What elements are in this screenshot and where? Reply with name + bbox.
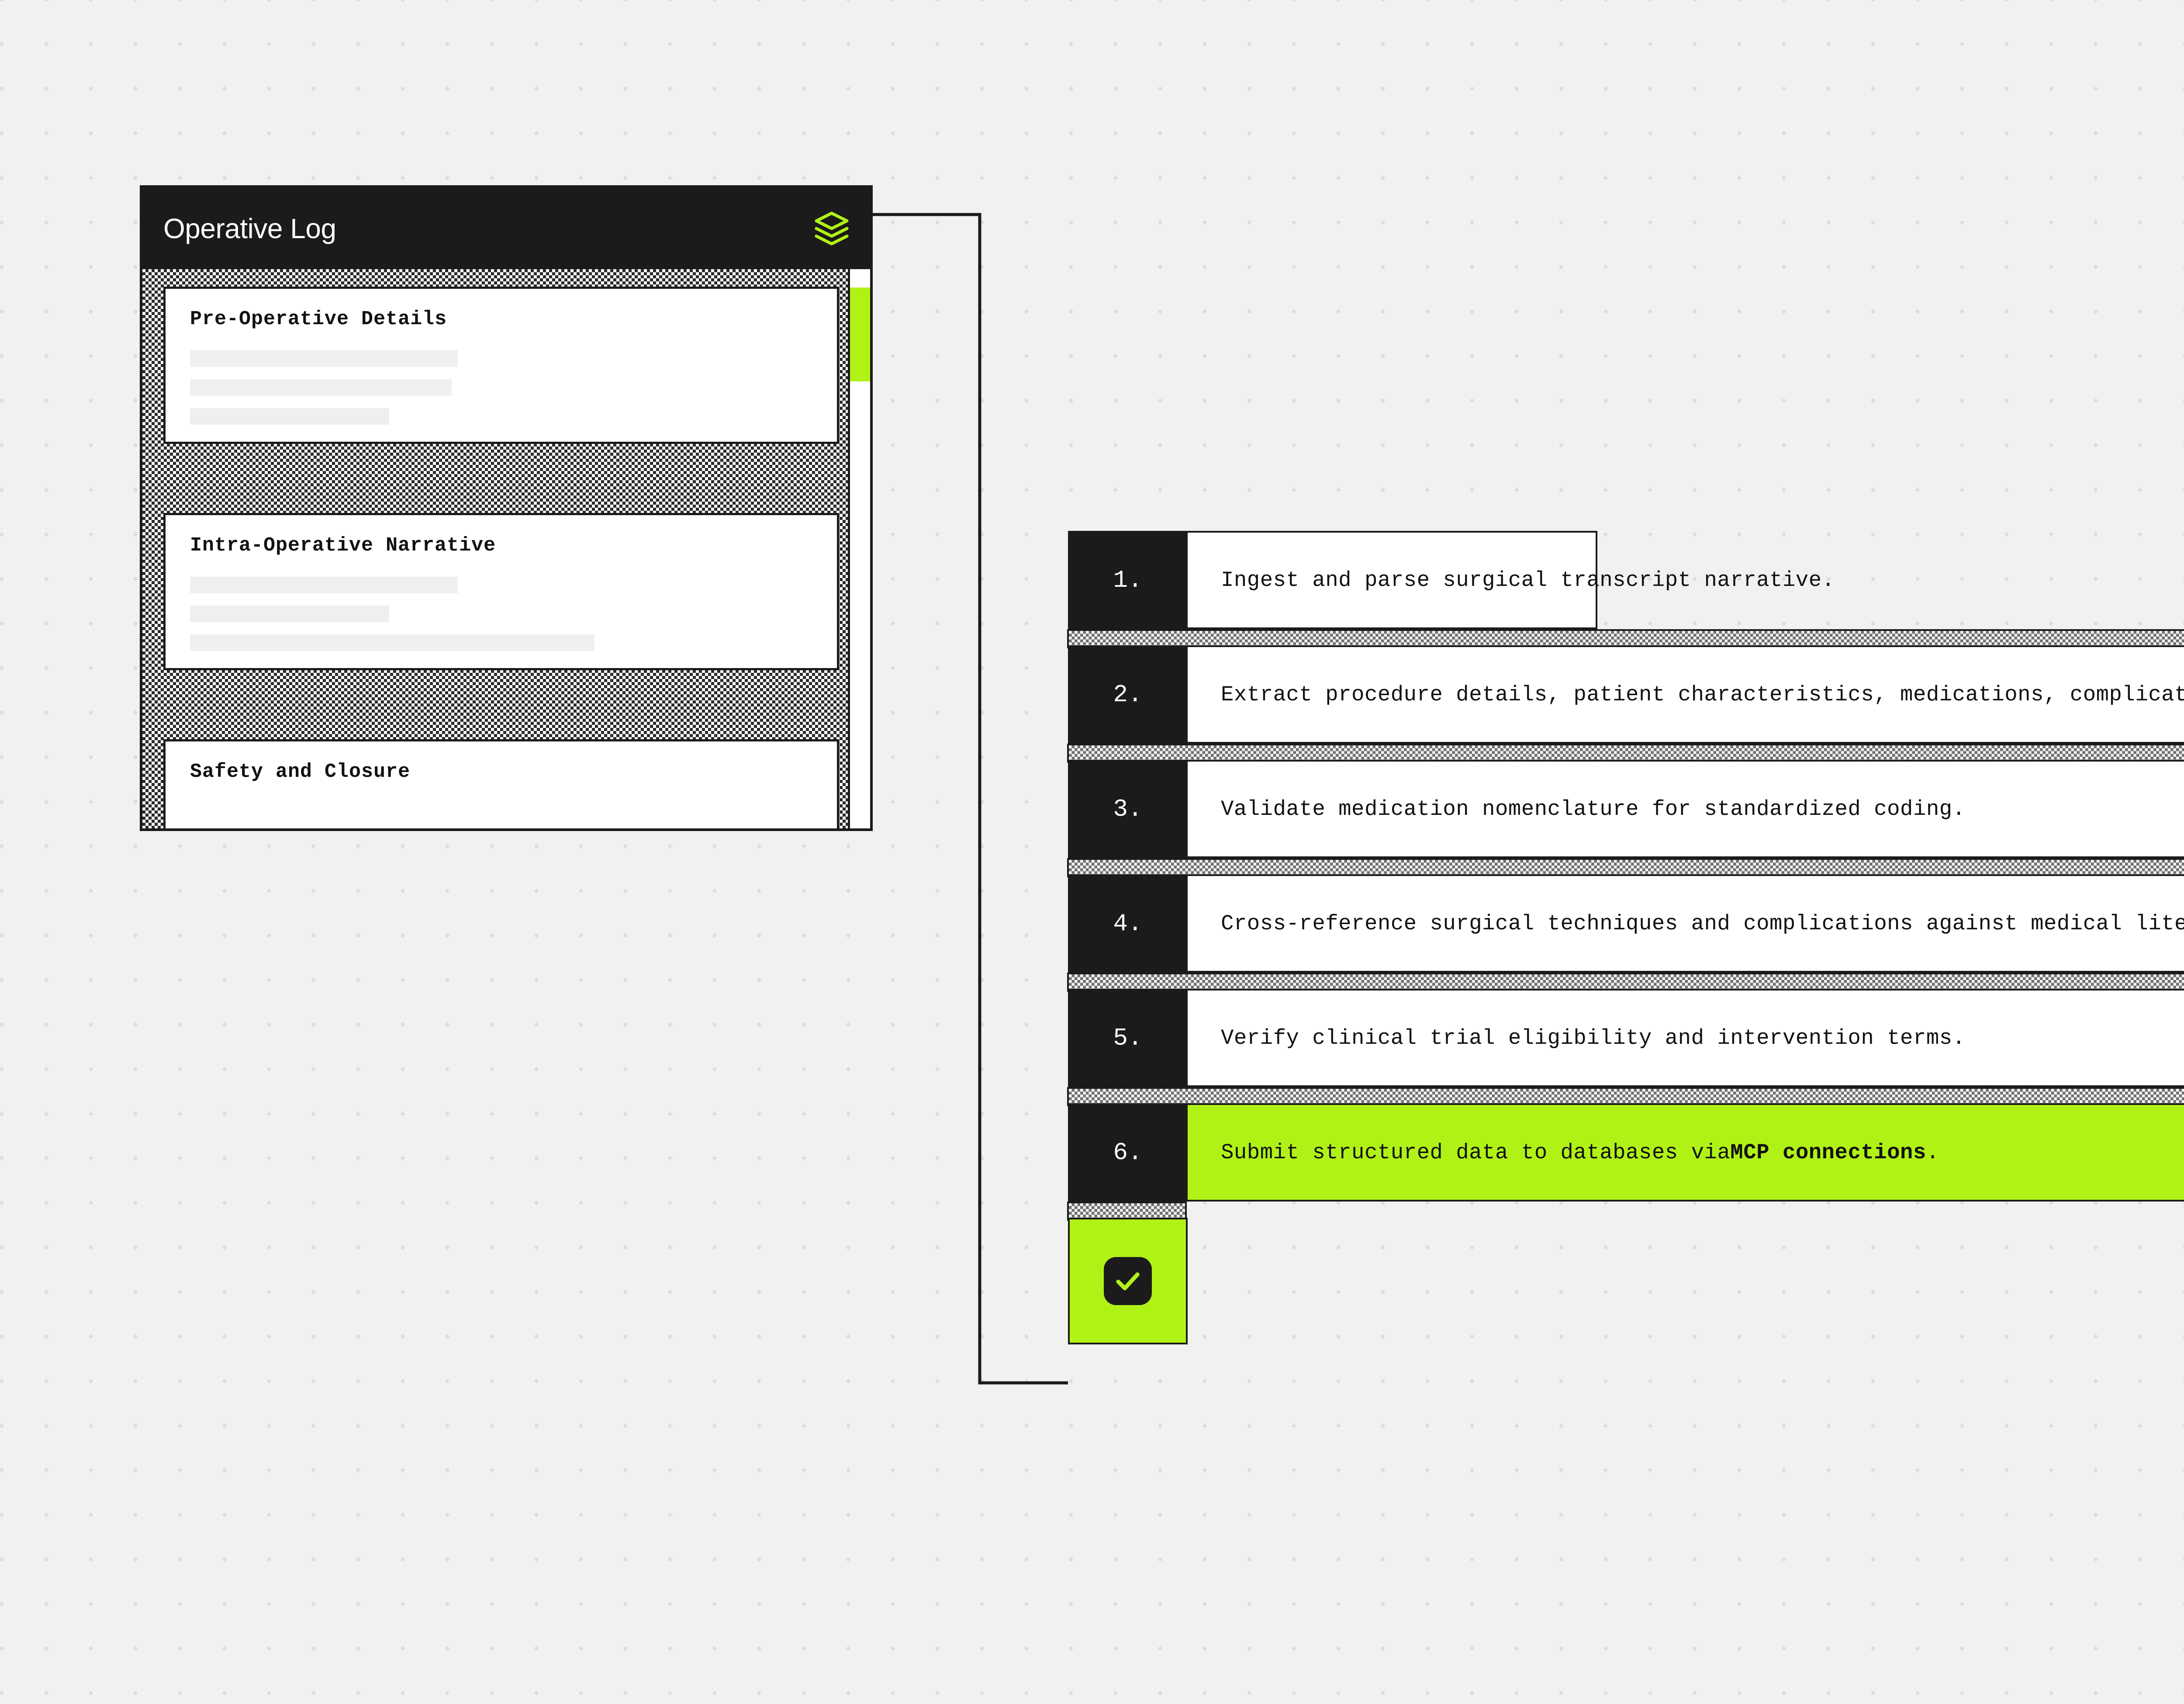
completion-badge[interactable] xyxy=(1068,1218,1188,1344)
step-text: Verify clinical trial eligibility and in… xyxy=(1188,989,2184,1087)
step-text-emphasis: MCP connections xyxy=(1730,1140,1926,1165)
step-number: 4. xyxy=(1068,874,1188,973)
skeleton-line xyxy=(190,606,389,622)
step-text: Validate medication nomenclature for sta… xyxy=(1188,760,2184,858)
operative-log-panel: Operative Log Pre-Operative Details Intr… xyxy=(140,185,873,831)
skeleton-line xyxy=(190,408,389,425)
panel-body: Pre-Operative Details Intra-Operative Na… xyxy=(142,269,870,828)
panel-header: Operative Log xyxy=(142,188,870,269)
card-title: Safety and Closure xyxy=(190,761,411,783)
step-number: 5. xyxy=(1068,989,1188,1087)
scrollbar-thumb[interactable] xyxy=(850,287,870,381)
panel-scroll-area: Pre-Operative Details Intra-Operative Na… xyxy=(142,269,848,828)
step-number: 1. xyxy=(1068,531,1188,629)
step-number: 6. xyxy=(1068,1103,1188,1202)
step-text-after: . xyxy=(1926,1140,1939,1165)
layers-icon[interactable] xyxy=(813,210,850,247)
list-item[interactable]: Pre-Operative Details xyxy=(163,287,839,444)
skeleton-line xyxy=(190,634,595,651)
step-text: Ingest and parse surgical transcript nar… xyxy=(1188,531,1835,629)
step-text: Extract procedure details, patient chara… xyxy=(1188,645,2184,744)
step-number: 2. xyxy=(1068,645,1188,744)
step-text: Cross-reference surgical techniques and … xyxy=(1188,874,2184,973)
list-item[interactable]: Safety and Closure xyxy=(163,739,839,828)
card-title: Pre-Operative Details xyxy=(190,308,447,330)
check-icon xyxy=(1104,1257,1152,1305)
list-item[interactable]: Intra-Operative Narrative xyxy=(163,513,839,670)
page-title: Operative Log xyxy=(163,213,336,244)
step-number: 3. xyxy=(1068,760,1188,858)
skeleton-line xyxy=(190,577,458,593)
step-text: Submit structured data to databases via … xyxy=(1188,1103,2184,1202)
card-title: Intra-Operative Narrative xyxy=(190,534,496,557)
skeleton-line xyxy=(190,350,458,367)
skeleton-line xyxy=(190,379,452,396)
panel-scrollbar[interactable] xyxy=(848,269,870,828)
step-text-before: Submit structured data to databases via xyxy=(1221,1140,1731,1165)
